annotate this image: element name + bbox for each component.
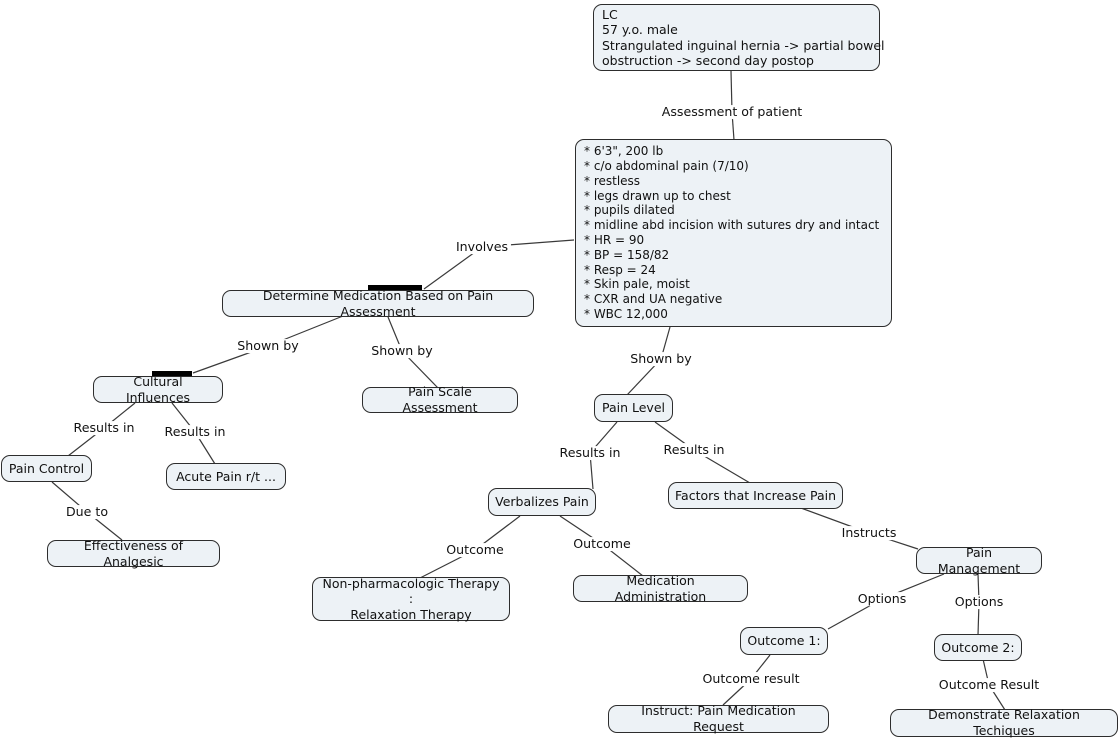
edge-label-assessment-of-patient[interactable]: Assessment of patient [658, 105, 806, 119]
edge-label-shown-by-pain-scale[interactable]: Shown by [368, 344, 436, 358]
edge-label-instructs[interactable]: Instructs [838, 526, 900, 540]
edge-label-results-in-verbalizes[interactable]: Results in [556, 446, 624, 460]
edge-label-results-in-factors[interactable]: Results in [660, 443, 728, 457]
edge-label-shown-by-pain-level[interactable]: Shown by [627, 352, 695, 366]
node-patient-info[interactable]: LC 57 y.o. male Strangulated inguinal he… [593, 4, 885, 71]
node-medication-administration[interactable]: Medication Administration [573, 573, 748, 604]
edge-label-options-2[interactable]: Options [951, 595, 1007, 609]
node-assessment-findings[interactable]: * 6'3", 200 lb * c/o abdominal pain (7/1… [575, 139, 892, 327]
edge-label-results-in-pain-control[interactable]: Results in [70, 421, 138, 435]
node-pain-level[interactable]: Pain Level [594, 394, 673, 422]
node-verbalizes-pain[interactable]: Verbalizes Pain [488, 488, 596, 516]
node-pain-management[interactable]: Pain Management [916, 545, 1042, 576]
node-acute-pain[interactable]: Acute Pain r/t ... [166, 463, 286, 490]
node-pain-scale-assessment[interactable]: Pain Scale Assessment [362, 384, 518, 415]
node-factors-increase-pain[interactable]: Factors that Increase Pain [668, 482, 843, 509]
node-cultural-influences[interactable]: Cultural Influences [93, 374, 223, 405]
edge-label-due-to[interactable]: Due to [62, 505, 112, 519]
node-outcome-2[interactable]: Outcome 2: [934, 634, 1022, 661]
anchor-bar [368, 285, 422, 290]
node-non-pharmacologic-therapy[interactable]: Non-pharmacologic Therapy : Relaxation T… [312, 576, 510, 622]
edge-label-outcome-result-1[interactable]: Outcome result [699, 672, 803, 686]
edge-label-options-1[interactable]: Options [854, 592, 910, 606]
edge-label-outcome-non-pharm[interactable]: Outcome [443, 543, 507, 557]
edge-label-involves[interactable]: Involves [452, 240, 512, 254]
edge-label-results-in-acute-pain[interactable]: Results in [161, 425, 229, 439]
node-effectiveness-analgesic[interactable]: Effectiveness of Analgesic [47, 538, 220, 569]
edge-label-shown-by-cultural[interactable]: Shown by [234, 339, 302, 353]
node-outcome-1[interactable]: Outcome 1: [740, 627, 828, 655]
node-demonstrate-relaxation-techniques[interactable]: Demonstrate Relaxation Techiques [890, 707, 1118, 738]
edge-label-outcome-med-admin[interactable]: Outcome [570, 537, 634, 551]
anchor-bar [152, 371, 192, 376]
edge-label-outcome-result-2[interactable]: Outcome Result [935, 678, 1043, 692]
node-instruct-pain-medication-request[interactable]: Instruct: Pain Medication Request [608, 703, 829, 734]
connector-line [423, 246, 483, 290]
node-pain-control[interactable]: Pain Control [1, 455, 92, 482]
node-determine-medication[interactable]: Determine Medication Based on Pain Asses… [222, 288, 534, 319]
